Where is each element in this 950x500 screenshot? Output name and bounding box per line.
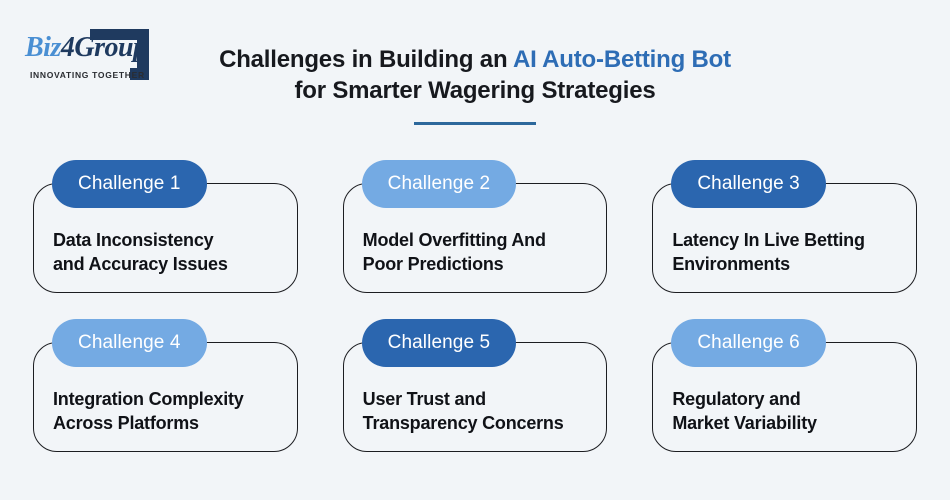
challenge-card-3: Challenge 3 Latency In Live Betting Envi… (652, 159, 917, 293)
challenge-card-2: Challenge 2 Model Overfitting And Poor P… (342, 159, 608, 293)
card-outline: Challenge 3 Latency In Live Betting Envi… (652, 160, 917, 293)
challenge-text: Data Inconsistency and Accuracy Issues (53, 230, 228, 274)
challenge-badge: Challenge 1 (52, 160, 207, 208)
challenge-text: Integration Complexity Across Platforms (53, 389, 244, 433)
logo: Biz4Group INNOVATING TOGETHER (25, 20, 175, 86)
title-line1-prefix: Challenges in Building an (219, 46, 513, 73)
card-outline: Challenge 4 Integration Complexity Acros… (33, 319, 298, 452)
challenge-text: Model Overfitting And Poor Predictions (362, 230, 546, 274)
challenge-grid: Challenge 1 Data Inconsistency and Accur… (33, 159, 917, 452)
brand-part3: Group (74, 32, 147, 63)
logo-bracket-icon (90, 29, 149, 80)
logo-tagline: INNOVATING TOGETHER (30, 70, 145, 80)
card-outline: Challenge 2 Model Overfitting And Poor P… (342, 160, 608, 293)
challenge-card-4: Challenge 4 Integration Complexity Acros… (33, 318, 298, 452)
card-outline: Challenge 1 Data Inconsistency and Accur… (33, 160, 298, 293)
challenge-text: Latency In Live Betting Environments (672, 230, 865, 274)
challenge-text: User Trust and Transparency Concerns (362, 389, 564, 433)
page-title: Challenges in Building an AI Auto-Bettin… (0, 44, 950, 106)
challenge-badge: Challenge 3 (671, 160, 826, 208)
card-outline: Challenge 5 User Trust and Transparency … (342, 319, 608, 452)
challenge-card-6: Challenge 6 Regulatory and Market Variab… (652, 318, 917, 452)
card-outline: Challenge 6 Regulatory and Market Variab… (652, 319, 917, 452)
brand-part1: Biz (25, 32, 61, 63)
challenge-badge: Challenge 2 (361, 160, 517, 208)
brand-text: Biz4Group (25, 34, 175, 62)
challenge-badge: Challenge 6 (671, 319, 826, 367)
brand-part2: 4 (60, 32, 75, 63)
challenge-badge: Challenge 4 (52, 319, 207, 367)
challenge-badge: Challenge 5 (361, 319, 517, 367)
challenge-card-1: Challenge 1 Data Inconsistency and Accur… (33, 159, 298, 293)
title-line1-highlight: AI Auto-Betting Bot (513, 46, 731, 73)
challenge-text: Regulatory and Market Variability (672, 389, 817, 433)
challenge-card-5: Challenge 5 User Trust and Transparency … (342, 318, 608, 452)
title-line2: for Smarter Wagering Strategies (294, 77, 656, 104)
title-divider (414, 122, 536, 125)
